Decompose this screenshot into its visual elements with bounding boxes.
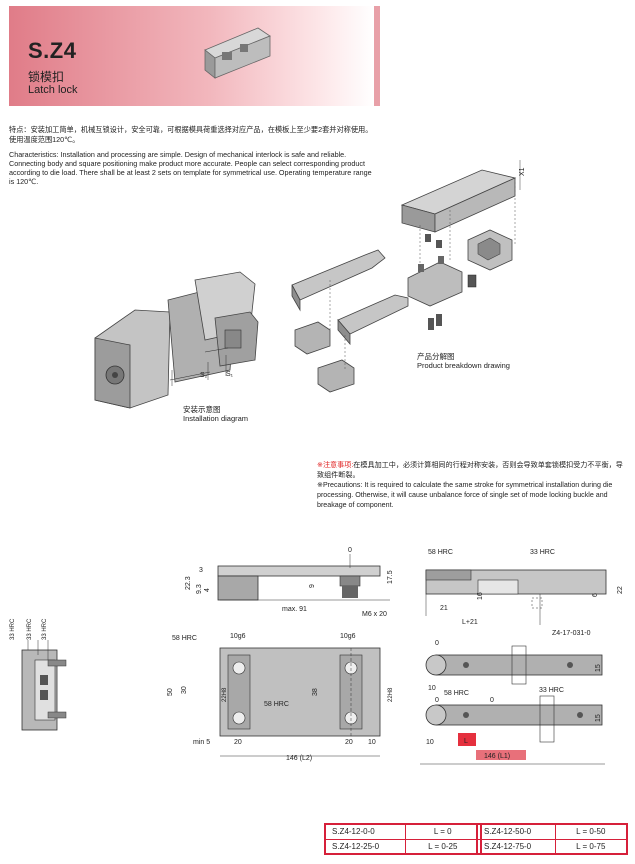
precautions-en: ※Precautions: It is required to calculat… [317, 481, 613, 509]
spec-stroke: L = 0-75 [554, 838, 628, 855]
bar-hrc-58: 58 HRC [428, 549, 453, 556]
breakdown-caption-en: Product breakdown drawing [417, 361, 510, 370]
side-hrc-3: 33 HRC [42, 618, 48, 640]
plan-10g6-left: 10g6 [230, 633, 246, 640]
spec-table-right: S.Z4-12-50-0 L = 0-50 S.Z4-12-75-0 L = 0… [476, 823, 628, 855]
plan-dim-22h8-right: 22H8 [388, 687, 394, 702]
elev-dim-9: 9 [309, 584, 316, 588]
arm-dim-0-left: 0 [435, 697, 439, 704]
side-section-drawing [21, 640, 67, 731]
plan-10g6-right: 10g6 [340, 633, 356, 640]
bar-part-no: Z4-17-031-0 [552, 630, 591, 637]
product-name-en: Latch lock [28, 84, 78, 96]
plan-dim-146-l2: 146 (L2) [286, 755, 312, 762]
table-row: S.Z4-12-75-0 L = 0-75 [476, 838, 628, 855]
breakdown-caption-cn: 产品分解图 [417, 352, 455, 361]
spec-stroke: L = 0-50 [554, 823, 628, 840]
bar-dim-6: 6 [592, 593, 599, 597]
arm-dim-0-top: 0 [435, 640, 439, 647]
arm-drawings [420, 645, 605, 765]
plan-hrc-58: 58 HRC [172, 635, 197, 642]
s1-label: S₁ [226, 371, 234, 378]
x1-label: X1 [519, 167, 526, 176]
plan-dim-20-left: 20 [234, 739, 242, 746]
table-row: S.Z4-12-50-0 L = 0-50 [476, 823, 628, 840]
bar-dim-l21: L+21 [462, 619, 478, 626]
s2-label: S₂ [200, 372, 208, 379]
arm-dim-10-top: 10 [428, 685, 436, 692]
install-caption-cn: 安装示意图 [183, 405, 221, 414]
plan-dim-22h8-left: 22H8 [222, 687, 228, 702]
arm-hrc-58: 58 HRC [444, 690, 469, 697]
spec-table-left: S.Z4-12-0-0 L = 0 S.Z4-12-25-0 L = 0-25 [324, 823, 482, 855]
bar-dim-16: 16 [477, 592, 484, 600]
elev-dim-17-5: 17.5 [387, 570, 394, 584]
table-row: S.Z4-12-25-0 L = 0-25 [324, 838, 482, 855]
spec-code: S.Z4-12-50-0 [476, 823, 556, 840]
spec-code: S.Z4-12-25-0 [324, 838, 406, 855]
arm-dim-0-right: 0 [490, 697, 494, 704]
plan-dim-20-right: 20 [345, 739, 353, 746]
precautions-cn: 在模具加工中，必须计算相同的行程对称安装，否则会导致单套锁模扣受力不平衡，导致组… [317, 461, 623, 479]
product-name-cn: 锁模扣 [28, 70, 65, 84]
arm-dim-15-bottom: 15 [595, 714, 602, 722]
install-caption-en: Installation diagram [183, 414, 249, 423]
arm-dim-10-bottom: 10 [426, 739, 434, 746]
plan-dim-min5: min 5 [193, 739, 210, 746]
features-cn: 特点：安装加工简单，机械互锁设计，安全可靠，可根据模具荷重选择对应产品，在模板上… [9, 125, 373, 144]
plan-hrc-58-mid: 58 HRC [264, 701, 289, 708]
table-row: S.Z4-12-0-0 L = 0 [324, 823, 482, 840]
arm-dim-146-l1: 146 (L1) [484, 753, 510, 760]
arm-dim-15-top: 15 [595, 664, 602, 672]
bar-hrc-33: 33 HRC [530, 549, 555, 556]
plan-dim-50: 50 [167, 688, 174, 696]
elev-dim-4: 4 [204, 588, 211, 592]
spec-stroke: L = 0-25 [404, 838, 482, 855]
arm-dim-l: L [464, 738, 468, 745]
spec-stroke: L = 0 [404, 823, 482, 840]
precautions-warn-label: ※注意事项: [317, 461, 354, 469]
installation-diagram [94, 271, 259, 409]
side-hrc-1: 33 HRC [10, 618, 16, 640]
precautions-note: ※注意事项:在模具加工中，必须计算相同的行程对称安装，否则会导致单套锁模扣受力不… [317, 460, 625, 510]
plan-dim-30: 30 [181, 686, 188, 694]
features-en: Characteristics: Installation and proces… [9, 150, 372, 186]
elev-dim-m6x20: M6 x 20 [362, 611, 387, 618]
elev-dim-0: 0 [348, 547, 352, 554]
elev-dim-22-3: 22.3 [185, 576, 192, 590]
side-hrc-2: 33 HRC [27, 618, 33, 640]
product-code: S.Z4 [28, 38, 77, 63]
elev-dim-3: 3 [199, 567, 203, 574]
arm-hrc-33: 33 HRC [539, 687, 564, 694]
elev-dim-9-3: 9.3 [196, 584, 203, 594]
plan-dim-10: 10 [368, 739, 376, 746]
bar-dim-21: 21 [440, 605, 448, 612]
breakdown-drawing [291, 160, 521, 393]
top-bar-drawing [425, 569, 607, 625]
spec-code: S.Z4-12-0-0 [324, 823, 406, 840]
elevation-drawing [217, 554, 390, 757]
bar-dim-22: 22 [617, 586, 624, 594]
spec-code: S.Z4-12-75-0 [476, 838, 556, 855]
elev-dim-max91: max. 91 [282, 606, 307, 613]
plan-dim-38: 38 [312, 688, 319, 696]
header-band [9, 6, 380, 106]
